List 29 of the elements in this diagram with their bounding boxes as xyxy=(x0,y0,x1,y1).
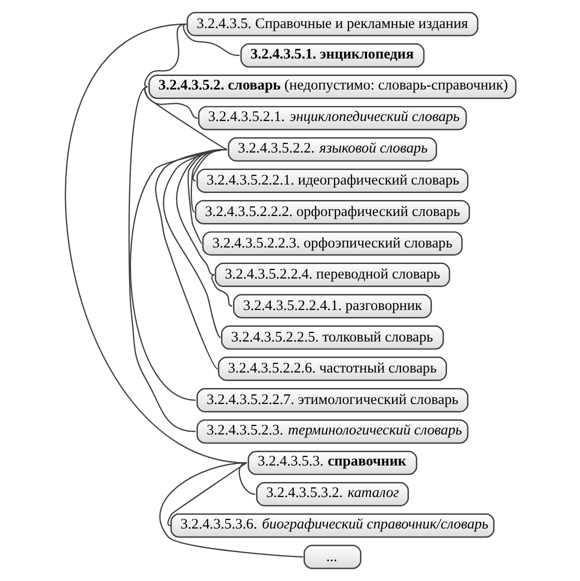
node-box: 3.2.4.3.5.3. справочник xyxy=(247,450,417,476)
node-box: 3.2.4.3.5.2.3. терминологический словарь xyxy=(196,419,468,444)
node-box: 3.2.4.3.5.2.2.4.1. разговорник xyxy=(232,294,432,318)
connector xyxy=(128,86,196,432)
connector xyxy=(144,86,198,119)
node-box: 3.2.4.3.5.2.1. энциклопедический словарь xyxy=(198,106,466,130)
node-box: 3.2.4.3.5.2.2.2. орфографический словарь xyxy=(194,200,470,224)
connector xyxy=(144,23,186,88)
node-box: 3.2.4.3.5.2.2.7. этимологический словарь xyxy=(196,388,468,412)
connector xyxy=(238,462,255,495)
connector xyxy=(166,462,247,526)
connector xyxy=(144,86,227,150)
node-box: 3.2.4.3.5.2. словарь (недопустимо: словарь-справочник) xyxy=(148,74,516,99)
node-box: 3.2.4.3.5.2.2. языковой словарь xyxy=(227,137,437,162)
node-box: 3.2.4.3.5.2.2.6. частотный словарь xyxy=(217,356,447,382)
node-box: 3.2.4.3.5.3.2. каталог xyxy=(256,482,408,506)
connector xyxy=(159,462,303,558)
node-box: 3.2.4.3.5. Справочные и рекламные издания xyxy=(186,12,478,36)
node-box: 3.2.4.3.5.2.2.4. переводной словарь xyxy=(214,262,450,287)
node-box: 3.2.4.3.5.2.2.1. идеографический словарь xyxy=(196,168,468,193)
connector xyxy=(182,23,240,56)
node-box: 3.2.4.3.5.3.6. биографический справочник/словарь xyxy=(170,513,494,538)
connector xyxy=(64,23,246,464)
node-box: 3.2.4.3.5.1. энциклопедия xyxy=(240,43,424,68)
node-box: 3.2.4.3.5.2.2.5. толковый словарь xyxy=(220,325,444,350)
node-box: 3.2.4.3.5.2.2.3. орфоэпический словарь xyxy=(202,231,462,256)
node-box: ... xyxy=(303,544,361,570)
connector xyxy=(130,148,226,401)
connector xyxy=(210,274,232,307)
